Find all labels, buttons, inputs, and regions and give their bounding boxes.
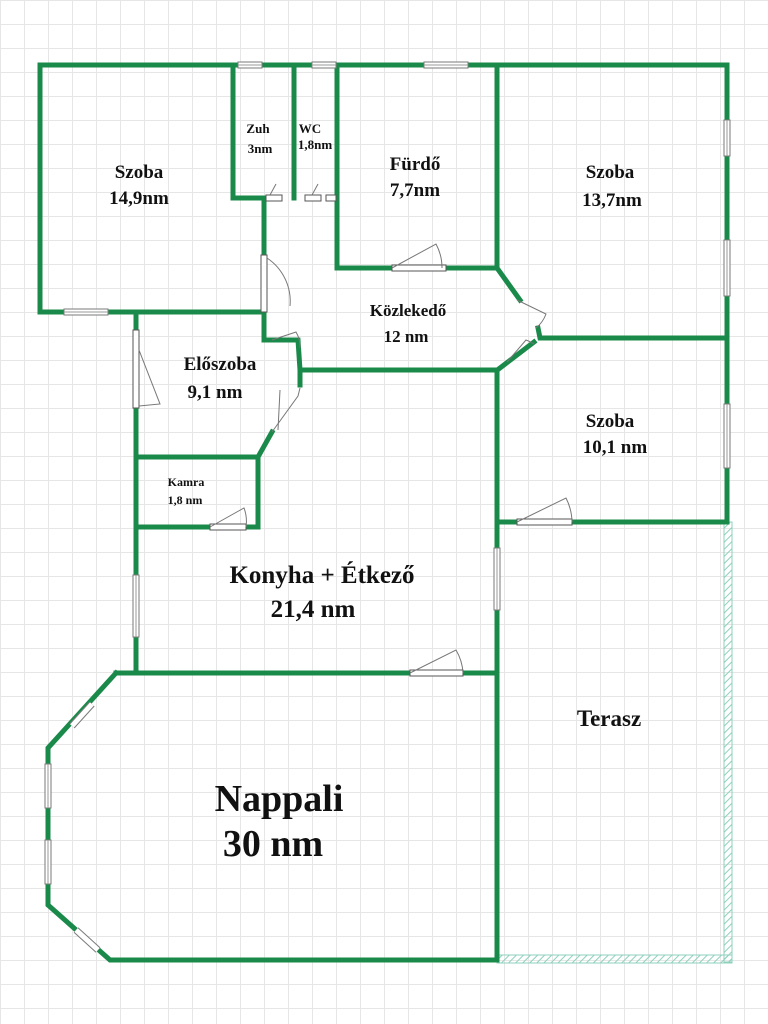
- wall-furdo-right: [494, 62, 524, 304]
- room-name: Közlekedő: [370, 301, 447, 320]
- window-nappali-left-1: [44, 763, 52, 809]
- room-name: Szoba: [586, 162, 635, 183]
- window-szoba-right-1: [723, 119, 731, 157]
- wall-furdo-left: [334, 62, 395, 271]
- terrace-boundary: [496, 521, 733, 964]
- window-szoba-left-bottom: [63, 308, 109, 316]
- room-area: 30 nm: [223, 823, 323, 865]
- room-area: 12 nm: [384, 327, 429, 346]
- room-area: 10,1 nm: [583, 437, 648, 458]
- wall-szoba-left: [37, 62, 265, 315]
- wall-corridor-bottom-right: [496, 338, 538, 372]
- room-area: 9,1 nm: [188, 382, 243, 403]
- door-szoba-right-top: [516, 299, 547, 329]
- room-area: 13,7nm: [582, 190, 642, 211]
- door-szoba-bottom: [516, 497, 573, 526]
- window-nappali-diag-bottom: [73, 927, 101, 953]
- room-name: Konyha + Étkező: [229, 561, 414, 589]
- door-konyha-bottom: [409, 649, 464, 677]
- room-labels: Szoba 14,9nm Zuh 3nm WC 1,8nm Fürdő 7,7n…: [109, 121, 647, 865]
- wall-zuh: [230, 62, 265, 201]
- room-area: 3nm: [248, 141, 273, 156]
- window-szoba-right-3: [723, 403, 731, 469]
- window-szoba-right-2: [723, 239, 731, 297]
- room-name: Szoba: [586, 411, 635, 432]
- door-eloszoba-diag: [271, 387, 301, 433]
- room-name: Szoba: [115, 162, 164, 183]
- room-area: 21,4 nm: [271, 596, 356, 623]
- room-name: Zuh: [246, 121, 270, 136]
- wall-corridor-left-2: [261, 309, 303, 373]
- windows: [44, 61, 731, 953]
- window-nappali-diag-top: [69, 701, 95, 729]
- room-name: Előszoba: [184, 354, 257, 375]
- doors: [132, 183, 573, 677]
- room-area: 14,9nm: [109, 188, 169, 209]
- door-zuh: [265, 183, 283, 202]
- room-name: Terasz: [577, 706, 641, 731]
- room-area: 1,8 nm: [168, 493, 203, 507]
- room-name: WC: [299, 121, 321, 136]
- walls: [37, 62, 730, 963]
- room-area: 7,7nm: [390, 180, 440, 201]
- room-name: Kamra: [168, 475, 205, 489]
- door-eloszoba-top: [271, 331, 301, 349]
- door-wc: [304, 183, 322, 202]
- window-konyha-left: [132, 574, 140, 638]
- outer-wall-top: [37, 62, 730, 525]
- door-eloszoba-left: [132, 329, 161, 409]
- door-wc-2: [325, 194, 337, 202]
- window-nappali-left-2: [44, 839, 52, 885]
- window-konyha-right: [493, 547, 501, 611]
- wall-kamra: [133, 454, 213, 530]
- wall-eloszoba-left: [133, 405, 261, 460]
- door-szoba-right-mid: [506, 339, 535, 363]
- door-kamra: [209, 507, 247, 531]
- window-furdo-top: [423, 61, 469, 69]
- door-furdo: [391, 243, 447, 272]
- window-wc-top: [311, 61, 337, 69]
- door-szoba-left: [260, 254, 291, 313]
- room-area: 1,8nm: [298, 137, 332, 152]
- room-name: Fürdő: [390, 154, 441, 175]
- window-zuh-top: [237, 61, 263, 69]
- wall-kamra-right: [243, 454, 261, 530]
- wall-szoba-mid: [535, 325, 730, 341]
- wall-eloszoba-diag: [254, 428, 276, 461]
- room-name: Nappali: [215, 778, 344, 820]
